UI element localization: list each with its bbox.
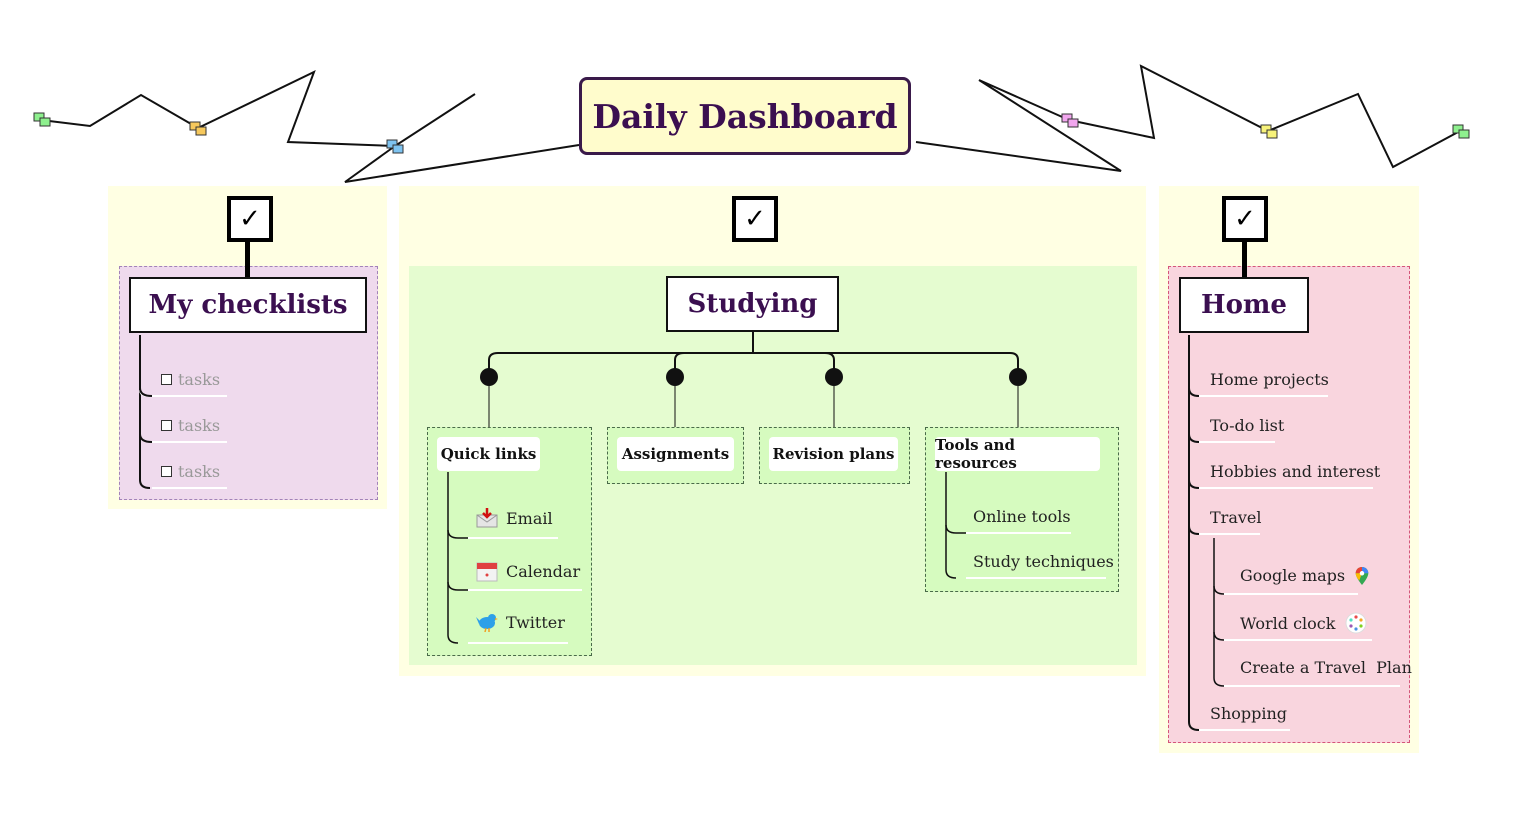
map-pin-icon	[1355, 566, 1369, 585]
quick-links-branches	[447, 472, 582, 644]
title-text: Daily Dashboard	[592, 96, 898, 136]
checklists-heading: My checklists	[148, 290, 348, 320]
quick-link-calendar[interactable]: Calendar	[476, 560, 580, 582]
checklist-item[interactable]: tasks	[161, 462, 220, 481]
home-item-travel[interactable]: Travel	[1210, 508, 1262, 527]
quick-link-email[interactable]: Email	[476, 508, 553, 528]
checklists-topic[interactable]: My checklists	[129, 277, 367, 333]
travel-item-plan[interactable]: Create a Travel Plan	[1240, 658, 1412, 677]
email-icon	[476, 508, 498, 528]
twitter-bird-icon	[476, 612, 498, 632]
studying-branches	[480, 332, 1027, 438]
connector-line	[1242, 238, 1247, 278]
checkbox-icon[interactable]	[161, 374, 172, 385]
checklist-item[interactable]: tasks	[161, 416, 220, 435]
central-topic[interactable]: Daily Dashboard	[579, 77, 911, 155]
revision-plans-topic[interactable]: Revision plans	[769, 437, 898, 471]
checkbox-check-icon: ✓	[1222, 196, 1268, 242]
tools-topic[interactable]: Tools and resources	[935, 436, 1100, 472]
quick-link-twitter[interactable]: Twitter	[476, 612, 565, 632]
home-item-shopping[interactable]: Shopping	[1210, 704, 1288, 723]
home-item-hobbies[interactable]: Hobbies and interest	[1210, 462, 1381, 481]
home-heading: Home	[1201, 290, 1287, 320]
home-branches	[1188, 335, 1400, 731]
assignments-topic[interactable]: Assignments	[617, 437, 734, 471]
world-clock-icon	[1345, 612, 1367, 634]
tools-branches	[945, 472, 1106, 579]
connector-line	[245, 238, 250, 278]
checkbox-check-icon: ✓	[227, 196, 273, 242]
travel-item-world-clock[interactable]: World clock	[1240, 612, 1367, 634]
home-item-projects[interactable]: Home projects	[1210, 370, 1329, 389]
quick-links-topic[interactable]: Quick links	[437, 437, 540, 471]
checkbox-check-icon: ✓	[732, 196, 778, 242]
calendar-icon	[476, 560, 498, 582]
checklist-item[interactable]: tasks	[161, 370, 220, 389]
checkbox-icon[interactable]	[161, 420, 172, 431]
checkbox-icon[interactable]	[161, 466, 172, 477]
home-boundary	[1168, 266, 1410, 743]
tools-item-online[interactable]: Online tools	[973, 507, 1071, 526]
home-topic[interactable]: Home	[1179, 277, 1309, 333]
checklists-branches	[139, 335, 227, 489]
studying-topic[interactable]: Studying	[666, 276, 839, 332]
tools-item-study[interactable]: Study techniques	[973, 552, 1114, 571]
travel-item-google-maps[interactable]: Google maps	[1240, 566, 1369, 585]
studying-heading: Studying	[687, 289, 818, 319]
home-item-todo[interactable]: To-do list	[1210, 416, 1285, 435]
